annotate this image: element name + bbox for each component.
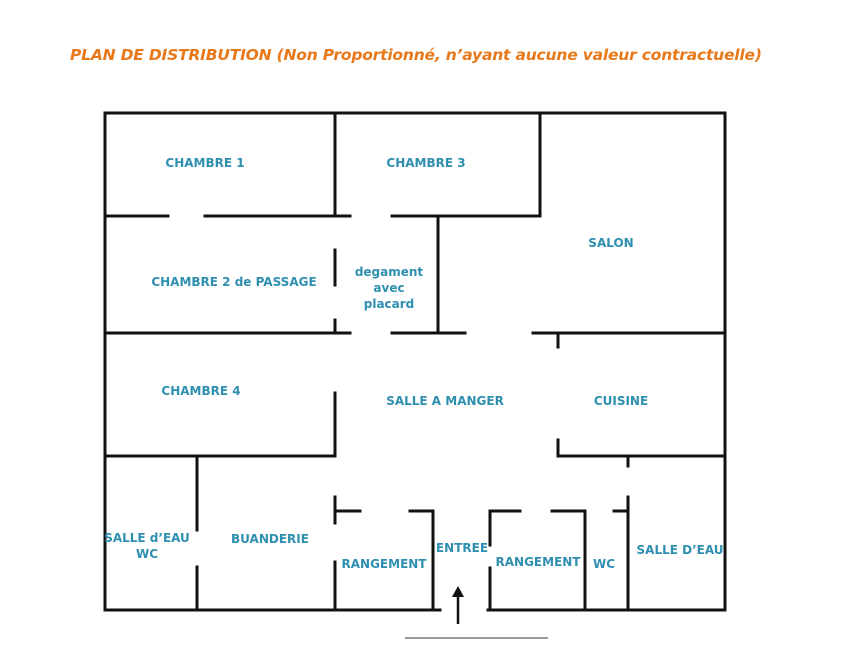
room-chambre-3: CHAMBRE 3 bbox=[386, 156, 466, 170]
room-degagement: degament avec placard bbox=[355, 264, 423, 312]
arrow-up-icon bbox=[452, 586, 464, 624]
room-rangement-left: RANGEMENT bbox=[341, 557, 427, 571]
degagement-line-2: avec bbox=[373, 281, 405, 295]
room-cuisine: CUISINE bbox=[593, 394, 649, 408]
room-buanderie: BUANDERIE bbox=[231, 532, 309, 546]
room-chambre-2: CHAMBRE 2 de PASSAGE bbox=[151, 275, 317, 289]
room-salle-eau-wc: SALLE d’EAU WC bbox=[104, 530, 190, 562]
room-wc: WC bbox=[592, 557, 616, 571]
plan-title: PLAN DE DISTRIBUTION (Non Proportionné, … bbox=[70, 46, 762, 64]
room-entree: ENTREE bbox=[435, 541, 489, 555]
room-salon: SALON bbox=[588, 236, 634, 250]
salle-eau-line-2: WC bbox=[135, 547, 159, 561]
walls bbox=[103, 111, 727, 612]
degagement-line-1: degament bbox=[354, 265, 424, 279]
room-chambre-4: CHAMBRE 4 bbox=[161, 384, 241, 398]
room-chambre-1: CHAMBRE 1 bbox=[165, 156, 245, 170]
degagement-line-3: placard bbox=[363, 297, 415, 311]
salle-eau-line-1: SALLE d’EAU bbox=[104, 531, 190, 545]
room-salle-a-manger: SALLE A MANGER bbox=[386, 394, 504, 408]
room-rangement-right: RANGEMENT bbox=[495, 555, 581, 569]
room-salle-eau-right: SALLE D’EAU bbox=[636, 543, 724, 557]
